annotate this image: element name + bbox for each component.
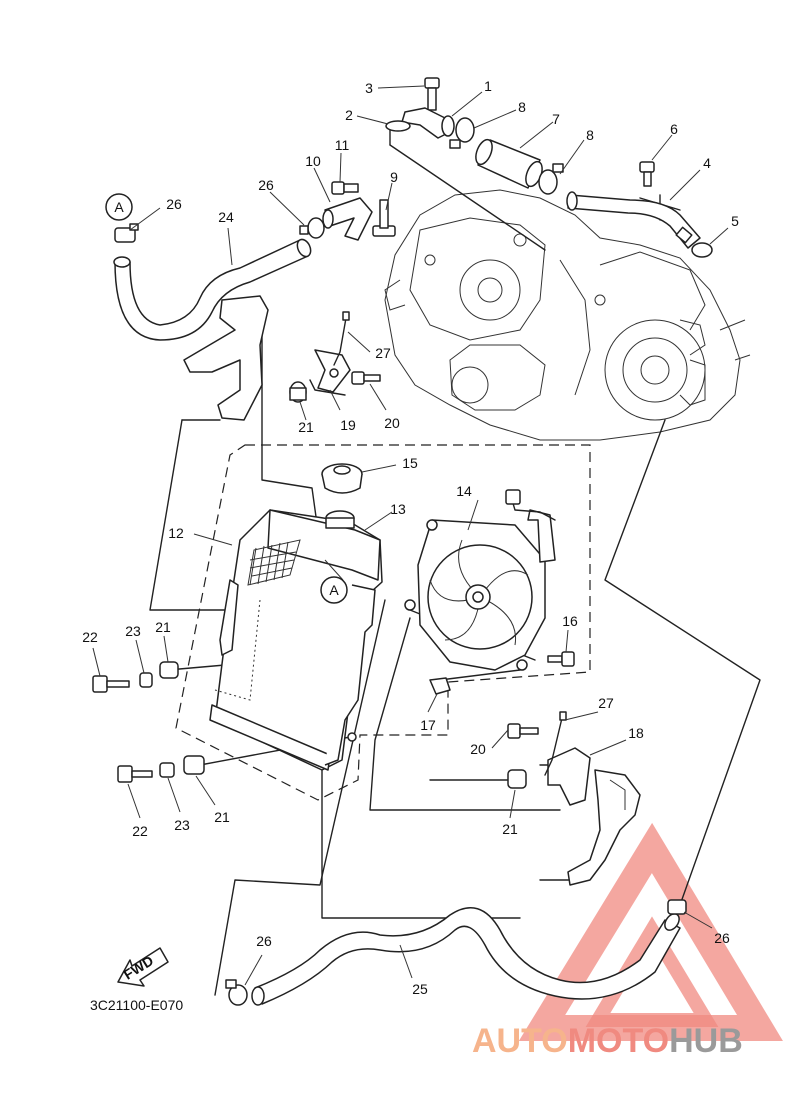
lower-bracket-group [507,711,641,886]
pipe-4 [566,191,701,249]
watermark-auto: AUTO [472,1022,568,1060]
hose-25 [251,907,681,1006]
engine-outline [384,189,751,441]
watermark-moto: MOTO [568,1022,669,1060]
fan-14 [404,489,556,671]
callout-13: 13 [390,501,406,517]
callout-12: 12 [168,525,184,541]
watermark-hub: HUB [669,1022,743,1060]
callout-18: 18 [628,725,644,741]
bolt-20-upper [351,371,381,385]
bolt-20-lower [507,723,539,739]
pipe-10 [322,197,373,241]
radiator-13 [209,509,383,771]
bolt-22-upper [92,675,130,693]
collar-23-lower [159,762,175,778]
callout-7: 7 [552,111,560,127]
callout-22-upper: 22 [82,629,98,645]
callout-2: 2 [345,107,353,123]
watermark-triangle-icon [518,822,783,1041]
callout-20-lower: 20 [470,741,486,757]
callout-8-right: 8 [586,127,594,143]
grommet-21-left-lower [183,755,205,775]
callout-22-lower: 22 [132,823,148,839]
tube-27-lower [544,717,563,776]
callout-11: 11 [335,137,350,153]
callout-6: 6 [670,121,678,137]
callout-19: 19 [340,417,356,433]
ref-marker-a-lower-label: A [329,582,339,598]
callout-21-upper: 21 [298,419,314,435]
watermark: AUTOMOTOHUB [472,822,783,1060]
bracket-18 [547,747,591,806]
assembly-dashed-outline [175,444,591,801]
bolt-6 [639,161,655,187]
callout-26-lower-left: 26 [256,933,272,949]
callout-8-left: 8 [518,99,526,115]
upper-bracket-group [183,295,381,421]
callout-16: 16 [562,613,578,629]
callout-3: 3 [365,80,373,96]
stay-18 [567,769,641,886]
callout-21-right: 21 [502,821,518,837]
bolt-16 [547,651,575,667]
collar-23-upper [139,672,153,688]
callout-20-upper: 20 [384,415,400,431]
callout-15: 15 [402,455,418,471]
callout-21-left-upper: 21 [155,619,171,635]
callout-26-upper-left: 26 [166,196,182,212]
callout-27-upper: 27 [375,345,391,361]
callout-23-upper: 23 [125,623,141,639]
callout-23-lower: 23 [174,817,190,833]
fwd-arrow-icon: FWD [117,947,169,987]
callout-21-left-lower: 21 [214,809,230,825]
clamp-8-left [449,117,475,149]
callout-26-upper-right: 26 [258,177,274,193]
bolt-9 [372,199,396,237]
callout-26-lower-right: 26 [714,930,730,946]
callout-9: 9 [390,169,398,185]
callout-24: 24 [218,209,234,225]
bolt-3 [424,77,440,111]
hose-24 [113,238,312,341]
hose-7 [475,138,543,189]
clamp-26-upper-right [299,217,325,239]
upper-hose-group [113,77,713,341]
callout-10: 10 [305,153,321,169]
clamp-26-lower-right [667,899,687,915]
bolt-22-lower [117,765,153,783]
callouts: 3 1 2 8 7 8 6 4 5 11 10 9 26 26 24 27 21… [82,78,739,997]
bracket-19 [183,295,269,421]
o-ring-5 [691,242,713,258]
joint-pipe-1 [401,107,455,139]
callout-27-lower: 27 [598,695,614,711]
ref-marker-a-upper: A [105,193,133,221]
clamp-8-right [538,163,564,195]
ref-marker-a-upper-label: A [114,199,124,215]
callout-25: 25 [412,981,428,997]
callout-4: 4 [703,155,711,171]
callout-17: 17 [420,717,436,733]
o-ring-2 [385,120,411,132]
radiator-cap-15 [321,463,363,494]
bolt-11 [331,181,359,195]
callout-14: 14 [456,483,472,499]
diagram-code: 3C21100-E070 [90,997,183,1013]
ref-marker-a-lower: A [320,576,348,604]
callout-5: 5 [731,213,739,229]
clamp-26-lower-left [225,979,248,1006]
leader-lines [92,85,729,986]
nut-17 [429,677,451,695]
grommet-21-right [507,769,527,789]
grommet-21-upper [289,381,307,403]
grommet-21-left-upper [159,661,179,679]
callout-1: 1 [484,78,492,94]
svg-text:AUTOMOTOHUB: AUTOMOTOHUB [472,1022,743,1060]
tube-27-upper [333,317,347,366]
